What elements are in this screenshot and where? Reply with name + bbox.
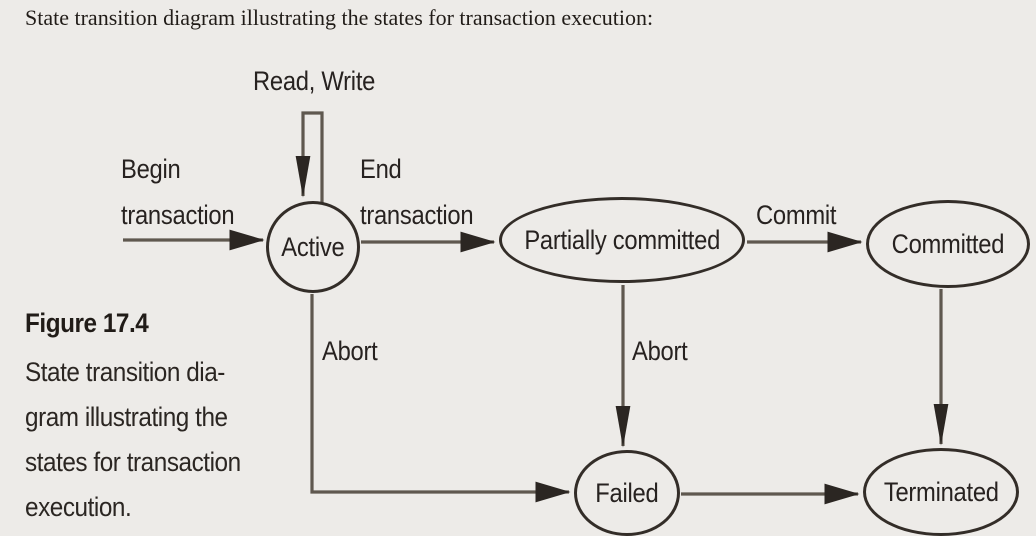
state-terminated-label: Terminated	[883, 476, 999, 507]
state-failed: Failed	[574, 450, 680, 536]
edge-label-begin-line1: Begin	[121, 154, 181, 184]
figure-caption-line: State transition dia-	[25, 357, 225, 387]
edge-label-end-transaction: End transaction	[360, 146, 474, 238]
edge-label-begin-transaction: Begin transaction	[121, 146, 235, 238]
figure-caption-line: states for transaction	[25, 447, 241, 477]
state-committed: Committed	[866, 200, 1030, 288]
figure-caption-line: execution.	[25, 492, 132, 522]
edge-label-abort-left: Abort	[322, 336, 378, 366]
edge-label-commit: Commit	[756, 200, 837, 230]
state-committed-label: Committed	[891, 228, 1005, 259]
edge-label-begin-line2: transaction	[121, 200, 235, 230]
edge-label-read-write: Read, Write	[253, 66, 376, 96]
state-partially-committed: Partially committed	[499, 197, 745, 283]
read-write-self-loop-arrow	[295, 111, 324, 203]
state-active-label: Active	[281, 231, 345, 262]
abort-active-to-failed-arrow	[310, 294, 571, 503]
edge-label-end-line2: transaction	[360, 200, 474, 230]
edge-label-end-line1: End	[360, 154, 402, 184]
state-active: Active	[266, 201, 360, 293]
figure-caption: Figure 17.4 State transition dia- gram i…	[25, 308, 265, 530]
state-terminated: Terminated	[863, 448, 1019, 536]
figure-caption-line: gram illustrating the	[25, 402, 228, 432]
figure-caption-title: Figure 17.4	[25, 308, 149, 338]
state-partially-committed-label: Partially committed	[524, 224, 720, 255]
page-bottom-margin	[0, 536, 1036, 543]
edge-label-abort-right: Abort	[632, 336, 688, 366]
state-failed-label: Failed	[595, 477, 659, 508]
page-title: State transition diagram illustrating th…	[25, 5, 654, 30]
